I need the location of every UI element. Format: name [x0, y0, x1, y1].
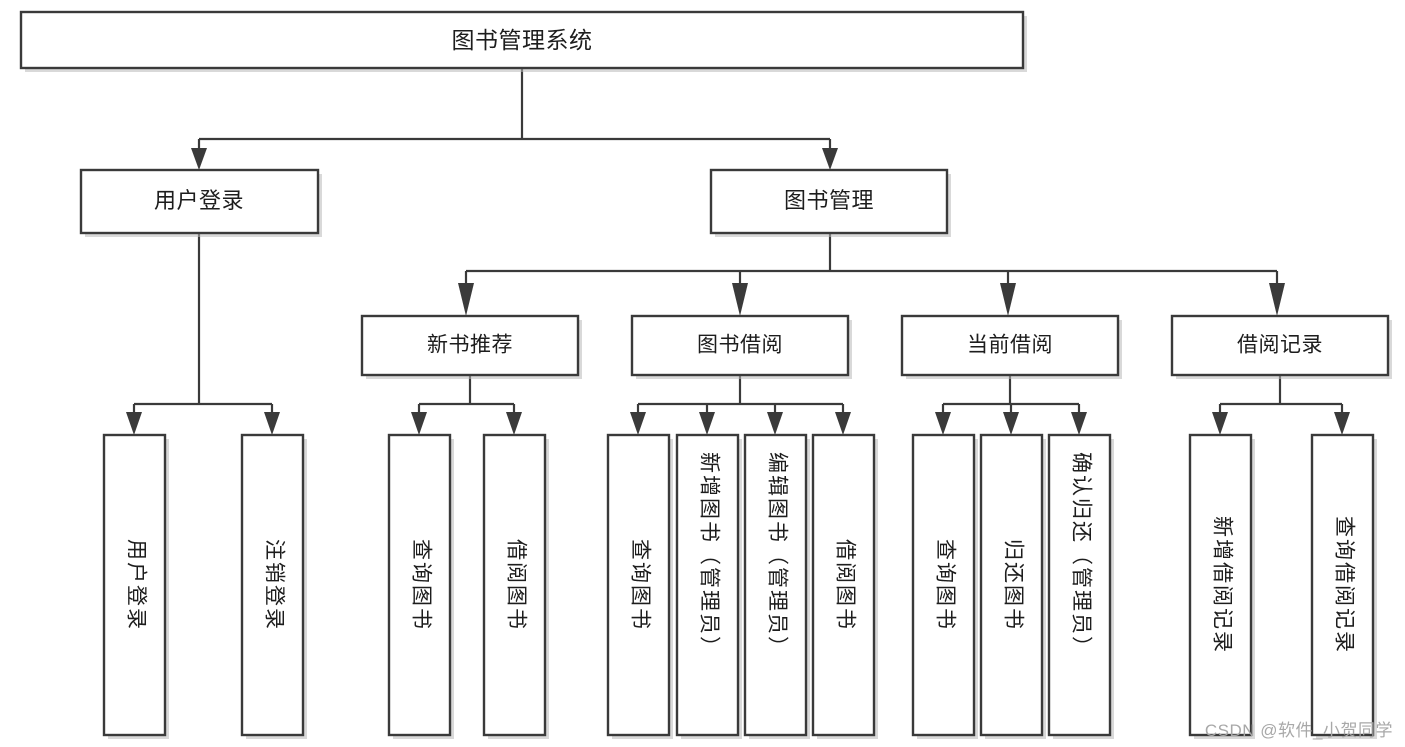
- leaf-cb-confirm-return-label: 确认归还（管理员）: [1069, 452, 1092, 659]
- node-book-borrow[interactable]: 图书借阅: [630, 314, 852, 379]
- leaf-bb-borrow-book-box[interactable]: [811, 433, 876, 737]
- leaf-br-add-record[interactable]: 新增借阅记录: [1188, 433, 1255, 739]
- arrow-to-bb-query-book: [630, 412, 646, 435]
- node-new-book-recommend-label: 新书推荐: [427, 334, 513, 357]
- node-book-borrow-label: 图书借阅: [697, 334, 783, 357]
- arrow-to-new-book-recommend: [458, 283, 474, 316]
- node-borrow-record[interactable]: 借阅记录: [1170, 314, 1392, 379]
- leaf-nbr-query-book[interactable]: 查询图书: [387, 433, 454, 739]
- leaf-cb-query-book-box[interactable]: [911, 433, 976, 737]
- arrow-to-book-borrow: [732, 283, 748, 316]
- node-book-borrow-box[interactable]: [630, 314, 850, 377]
- leaf-user-logout-box[interactable]: [240, 433, 305, 737]
- node-book-manage[interactable]: 图书管理: [709, 168, 951, 237]
- arrow-to-br-query-record: [1334, 412, 1350, 435]
- leaf-cb-return-book-label: 归还图书: [1001, 539, 1024, 631]
- leaf-nbr-query-book-box[interactable]: [387, 433, 452, 737]
- leaf-nbr-query-book-label: 查询图书: [409, 539, 432, 631]
- leaf-cb-return-book-box[interactable]: [979, 433, 1044, 737]
- leaf-cb-return-book[interactable]: 归还图书: [979, 433, 1046, 739]
- arrow-to-current-borrow: [1000, 283, 1016, 316]
- leaf-user-login-do-box[interactable]: [102, 433, 167, 737]
- node-current-borrow-box[interactable]: [900, 314, 1120, 377]
- leaf-nbr-borrow-book-box[interactable]: [482, 433, 547, 737]
- leaf-bb-query-book-box[interactable]: [606, 433, 671, 737]
- arrow-to-bb-edit-book: [767, 412, 783, 435]
- csdn-watermark: CSDN @软件_小贺同学: [1204, 721, 1393, 740]
- leaf-bb-borrow-book[interactable]: 借阅图书: [811, 433, 878, 739]
- leaf-bb-edit-book-box[interactable]: [743, 433, 808, 737]
- leaf-nbr-borrow-book-label: 借阅图书: [504, 539, 527, 631]
- arrow-to-borrow-record: [1269, 283, 1285, 316]
- arrow-to-nbr-borrow-book: [506, 412, 522, 435]
- arrow-to-user-login-do: [126, 412, 142, 435]
- node-new-book-recommend[interactable]: 新书推荐: [360, 314, 582, 379]
- leaf-bb-add-book-label: 新增图书（管理员）: [697, 452, 720, 659]
- leaf-bb-edit-book-label: 编辑图书（管理员）: [765, 452, 788, 659]
- leaf-bb-borrow-book-label: 借阅图书: [833, 539, 856, 631]
- node-root-label: 图书管理系统: [452, 27, 593, 53]
- node-root-box[interactable]: [19, 10, 1025, 70]
- arrow-to-bb-borrow-book: [835, 412, 851, 435]
- leaf-br-add-record-box[interactable]: [1188, 433, 1253, 737]
- arrow-to-bb-add-book: [699, 412, 715, 435]
- leaf-user-logout[interactable]: 注销登录: [240, 433, 307, 739]
- leaf-br-query-record-label: 查询借阅记录: [1332, 516, 1355, 654]
- arrow-to-cb-query-book: [935, 412, 951, 435]
- leaf-cb-query-book[interactable]: 查询图书: [911, 433, 978, 739]
- arrow-to-book-manage: [822, 148, 838, 170]
- leaf-br-query-record[interactable]: 查询借阅记录: [1310, 433, 1377, 739]
- arrow-to-cb-return-book: [1003, 412, 1019, 435]
- leaf-cb-confirm-return-box[interactable]: [1047, 433, 1112, 737]
- node-user-login[interactable]: 用户登录: [79, 168, 322, 237]
- node-user-login-box[interactable]: [79, 168, 320, 235]
- arrow-to-user-login: [191, 148, 207, 170]
- leaf-br-query-record-box[interactable]: [1310, 433, 1375, 737]
- leaf-bb-query-book[interactable]: 查询图书: [606, 433, 673, 739]
- arrow-to-user-logout: [264, 412, 280, 435]
- leaf-user-login-do-label: 用户登录: [124, 539, 147, 631]
- leaf-nbr-borrow-book[interactable]: 借阅图书: [482, 433, 549, 739]
- connector-layer: [126, 68, 1350, 435]
- node-current-borrow[interactable]: 当前借阅: [900, 314, 1122, 379]
- leaf-br-add-record-label: 新增借阅记录: [1210, 516, 1233, 654]
- node-current-borrow-label: 当前借阅: [967, 334, 1053, 357]
- node-book-manage-label: 图书管理: [784, 188, 874, 213]
- node-book-manage-box[interactable]: [709, 168, 949, 235]
- node-new-book-recommend-box[interactable]: [360, 314, 580, 377]
- node-root[interactable]: 图书管理系统: [19, 10, 1027, 72]
- node-borrow-record-label: 借阅记录: [1237, 334, 1323, 357]
- leaf-bb-add-book[interactable]: 新增图书（管理员）: [675, 433, 742, 739]
- arrow-to-nbr-query-book: [411, 412, 427, 435]
- leaf-user-login-do[interactable]: 用户登录: [102, 433, 169, 739]
- node-borrow-record-box[interactable]: [1170, 314, 1390, 377]
- leaf-user-logout-label: 注销登录: [262, 539, 285, 631]
- arrow-to-br-add-record: [1212, 412, 1228, 435]
- leaf-bb-add-book-box[interactable]: [675, 433, 740, 737]
- leaf-cb-confirm-return[interactable]: 确认归还（管理员）: [1047, 433, 1114, 739]
- leaf-bb-query-book-label: 查询图书: [628, 539, 651, 631]
- leaf-bb-edit-book[interactable]: 编辑图书（管理员）: [743, 433, 810, 739]
- node-user-login-label: 用户登录: [154, 188, 244, 213]
- leaf-cb-query-book-label: 查询图书: [933, 539, 956, 631]
- arrow-to-cb-confirm-return: [1071, 412, 1087, 435]
